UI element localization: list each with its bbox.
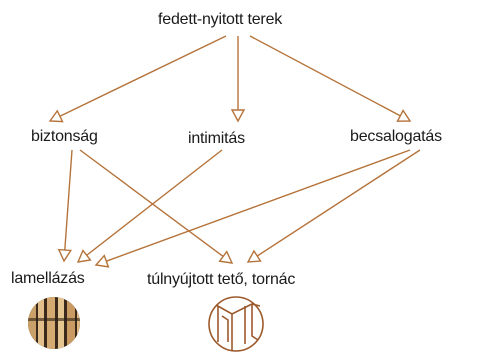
node-fedett-nyitott-terek: fedett-nyitott terek <box>158 11 283 28</box>
edge-becsalogatas-to-tulnyujtott <box>246 149 421 263</box>
edge-root-to-intimitas <box>230 36 246 123</box>
hollow-arrowhead-icon <box>57 248 73 263</box>
hollow-arrowhead-icon <box>94 254 110 268</box>
edge-line <box>86 149 223 256</box>
edge-line <box>256 149 421 257</box>
node-biztonsag: biztonság <box>31 128 98 145</box>
edge-biztonsag-to-lamellazas <box>57 149 73 263</box>
edge-line <box>106 149 411 262</box>
hollow-arrowhead-icon <box>218 250 234 264</box>
edge-line <box>249 35 401 117</box>
hollow-arrowhead-icon <box>396 109 412 122</box>
hollow-arrowhead-icon <box>246 249 262 263</box>
node-intimitas: intimitás <box>188 130 245 147</box>
canopy-sketch-icon <box>208 296 264 352</box>
edge-root-to-biztonsag <box>48 35 227 123</box>
edge-biztonsag-to-tulnyujtott <box>79 149 234 264</box>
hollow-arrowhead-icon <box>76 249 92 263</box>
lamella-wood-image <box>28 297 80 349</box>
edges-group <box>48 35 421 268</box>
edge-root-to-becsalogatas <box>249 35 412 122</box>
edge-line <box>59 35 227 117</box>
edge-line <box>79 149 224 257</box>
node-becsalogatas: becsalogatás <box>350 128 442 145</box>
edge-line <box>64 149 73 251</box>
hollow-arrowhead-icon <box>48 109 64 123</box>
hollow-arrowhead-icon <box>230 109 246 123</box>
node-lamellazas: lamellázás <box>11 270 85 287</box>
edge-becsalogatas-to-lamellazas <box>94 149 411 268</box>
node-tulnyujtott-teto-tornac: túlnyújtott tető, tornác <box>147 271 296 288</box>
edge-intimitas-to-lamellazas <box>76 149 223 263</box>
